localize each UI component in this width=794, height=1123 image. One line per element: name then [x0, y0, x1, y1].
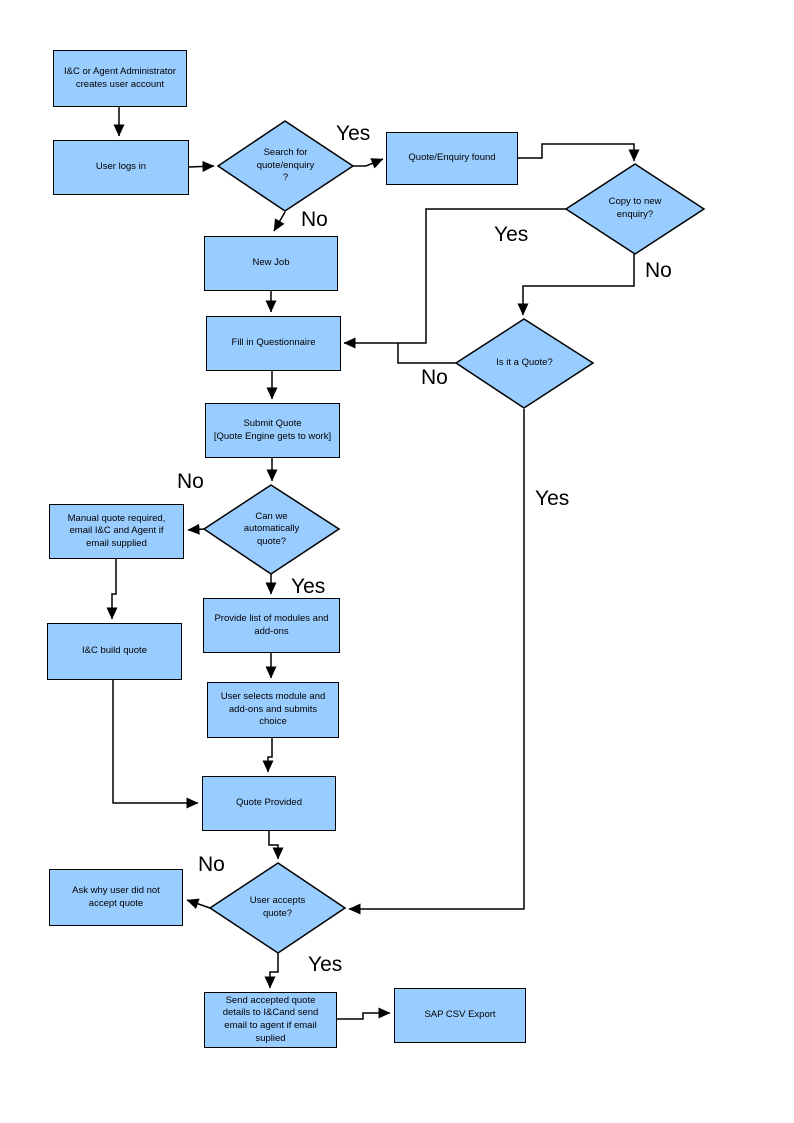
flow-node-quote-enquiry-found: Quote/Enquiry found: [386, 132, 518, 185]
flow-diamond-copy-to-new-enquiry: [564, 163, 706, 255]
connector-manual-quote-to-ic-build: [106, 559, 118, 620]
flow-node-manual-quote-required: Manual quote required, email I&C and Age…: [49, 504, 184, 559]
flow-node-new-job: New Job: [204, 236, 338, 291]
edge-label-copy-no: No: [645, 259, 672, 282]
flow-node-quote-provided: Quote Provided: [202, 776, 336, 831]
flow-node-submit-quote: Submit Quote [Quote Engine gets to work]: [205, 403, 340, 458]
flow-node-user-selects-module: User selects module and add-ons and subm…: [207, 682, 339, 738]
flow-diamond-search-quote: [216, 120, 355, 212]
connector-user-logs-in-to-search: [188, 160, 215, 172]
connector-is-quote-yes-to-accepts: [348, 409, 525, 915]
flow-diamond-user-accepts-quote: [208, 862, 347, 954]
connector-send-quote-to-sap-csv: [337, 1007, 391, 1020]
connector-accepts-no-to-ask-why: [186, 898, 211, 909]
edge-label-search-yes: Yes: [336, 122, 371, 145]
flow-node-is-it-a-quote-label: Is it a Quote?: [496, 357, 553, 369]
flow-node-ic-build-quote: I&C build quote: [47, 623, 182, 680]
flow-diamond-can-we-automatically-quote: [202, 484, 341, 575]
edge-label-can-auto-yes: Yes: [291, 575, 326, 598]
flow-node-fill-in-questionnaire: Fill in Questionnaire: [206, 316, 341, 371]
flow-node-search-quote-label: Search for quote/enquiry ?: [256, 147, 315, 184]
flow-node-send-accepted-quote: Send accepted quote details to I&Cand se…: [204, 992, 337, 1048]
connector-copy-no-to-is-quote: [517, 254, 635, 316]
connector-ic-build-to-quote-provided: [112, 680, 199, 809]
flow-node-create-account: I&C or Agent Administrator creates user …: [53, 50, 187, 107]
connector-can-auto-no-to-manual-quote: [187, 523, 205, 535]
connector-copy-yes-to-fill-questionnaire: [343, 208, 566, 349]
flow-node-user-logs-in: User logs in: [53, 140, 189, 195]
connector-search-no-to-new-job: [273, 211, 286, 232]
connector-quote-found-to-copy-diamond: [518, 143, 640, 162]
connector-search-yes-to-quote-found: [353, 158, 384, 169]
flow-node-can-we-automatically-quote-label: Can we automatically quote?: [243, 510, 300, 547]
flow-node-user-accepts-quote-label: User accepts quote?: [249, 895, 306, 919]
connector-quote-provided-to-accepts: [268, 831, 284, 860]
edge-label-accepts-no: No: [198, 853, 225, 876]
connector-accepts-yes-to-send-quote: [264, 953, 279, 989]
connector-user-selects-to-quote-provided: [262, 738, 274, 773]
flow-node-copy-to-new-enquiry-label: Copy to new enquiry?: [608, 196, 662, 220]
edge-label-accepts-yes: Yes: [308, 953, 343, 976]
flow-node-provide-list-modules: Provide list of modules and add-ons: [203, 598, 340, 653]
edge-label-is-quote-no: No: [421, 366, 448, 389]
connector-is-quote-no-join: [397, 343, 456, 364]
flow-node-sap-csv-export: SAP CSV Export: [394, 988, 526, 1043]
edge-label-is-quote-yes: Yes: [535, 487, 570, 510]
edge-label-copy-yes: Yes: [494, 223, 529, 246]
flow-diamond-is-it-a-quote: [454, 318, 595, 409]
edge-label-search-no: No: [301, 208, 328, 231]
flow-node-ask-why-not-accept: Ask why user did not accept quote: [49, 869, 183, 926]
edge-label-can-auto-no: No: [177, 470, 204, 493]
